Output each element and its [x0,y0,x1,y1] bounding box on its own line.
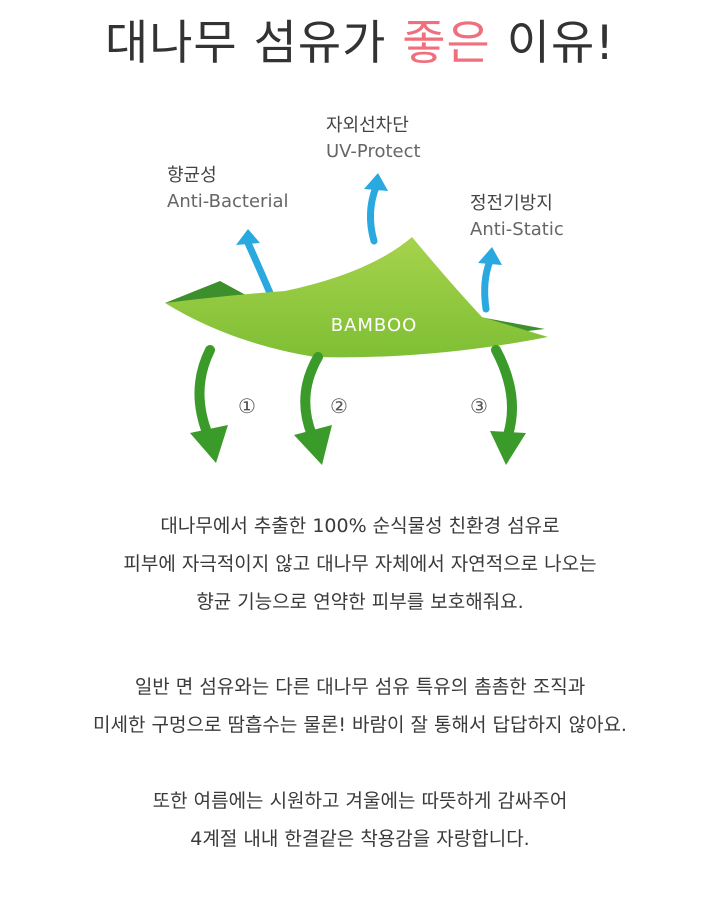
paragraph-line: 미세한 구멍으로 땀흡수는 물론! 바람이 잘 통해서 답답하지 않아요. [93,714,627,736]
label-en: Anti-Bacterial [167,191,289,212]
paragraph-line: 향균 기능으로 연약한 피부를 보호해줘요. [196,591,524,613]
title-part-2: 이유! [490,16,616,71]
label-uv-protect: 자외선차단 UV-Protect [326,113,421,165]
title-highlight: 좋은 [402,16,491,71]
label-en: UV-Protect [326,141,421,162]
paragraph-line: 또한 여름에는 시원하고 겨울에는 따뜻하게 감싸주어 [152,790,568,812]
label-en: Anti-Static [470,219,564,240]
marker-2: ② [330,394,348,418]
arrow-down-3-icon [490,345,526,465]
label-anti-static: 정전기방지 Anti-Static [470,191,564,243]
arrow-down-1-icon [190,345,228,463]
paragraph-line: 대나무에서 추출한 100% 순식물성 친환경 섬유로 [160,515,560,537]
page-title: 대나무 섬유가 좋은 이유! [0,14,720,74]
label-ko: 자외선차단 [326,115,409,136]
arrow-down-2-icon [294,352,332,465]
paragraph-line: 피부에 자극적이지 않고 대나무 자체에서 자연적으로 나오는 [123,553,597,575]
paragraph-line: 일반 면 섬유와는 다른 대나무 섬유 특유의 촘촘한 조직과 [134,676,586,698]
marker-1: ① [238,394,256,418]
marker-3: ③ [470,394,488,418]
arrow-up-right-icon [478,247,502,313]
label-ko: 정전기방지 [470,193,553,214]
title-part-1: 대나무 섬유가 [104,16,403,71]
arrow-up-left-icon [236,229,274,297]
leaf-label: BAMBOO [331,315,418,336]
bamboo-diagram: BAMBOO ① ② ③ 향균성 Anti-Bacterial 자외선차단 UV… [0,95,720,485]
paragraph-2: 일반 면 섬유와는 다른 대나무 섬유 특유의 촘촘한 조직과 미세한 구멍으로… [0,668,720,744]
label-anti-bacterial: 향균성 Anti-Bacterial [167,163,288,215]
paragraph-3: 또한 여름에는 시원하고 겨울에는 따뜻하게 감싸주어 4계절 내내 한결같은 … [0,782,720,858]
paragraph-line: 4계절 내내 한결같은 착용감을 자랑합니다. [190,828,530,850]
bamboo-leaf-illustration: BAMBOO ① ② ③ [165,173,548,465]
arrow-up-center-icon [364,173,388,245]
bamboo-leaf [165,237,548,358]
paragraph-1: 대나무에서 추출한 100% 순식물성 친환경 섬유로 피부에 자극적이지 않고… [0,507,720,621]
leaf-fold-right [480,317,545,333]
label-ko: 향균성 [167,165,217,186]
